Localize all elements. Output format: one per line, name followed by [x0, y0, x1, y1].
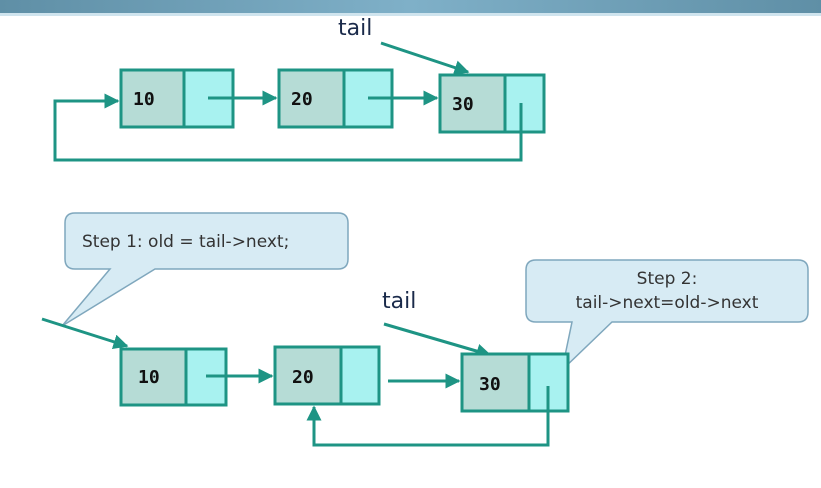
node-value-text: 20	[291, 89, 313, 110]
node-next-cell	[503, 73, 546, 134]
top-node-30: 30	[438, 73, 546, 134]
node-value-text: 30	[479, 374, 501, 395]
callout-step2-bubble	[525, 259, 809, 373]
bottom-arrow-30-to-20	[306, 386, 550, 447]
top-tail-arrow	[380, 41, 470, 75]
node-value-cell	[273, 345, 343, 406]
bottom-tail-label: tail	[382, 289, 416, 314]
old-pointer-arrow	[41, 317, 129, 350]
top-node-10: 10	[119, 68, 235, 129]
callout-step1-text: Step 1: old = tail->next;	[82, 232, 289, 252]
callout-step2-line2: tail->next=old->next	[576, 293, 759, 313]
callout-step2-line1: Step 2:	[637, 269, 698, 289]
node-value-cell	[119, 68, 186, 129]
node-value-cell	[460, 352, 531, 413]
bottom-tail-arrow	[383, 322, 492, 359]
bottom-node-30: 30	[460, 352, 570, 413]
node-next-cell	[339, 345, 381, 406]
node-value-text: 20	[292, 367, 314, 388]
header-strip	[0, 0, 821, 14]
node-value-text: 30	[452, 94, 474, 115]
callout-step1-bubble	[61, 212, 349, 327]
top-node-20: 20	[277, 68, 394, 129]
callout-step2: Step 2: tail->next=old->next	[525, 259, 809, 373]
node-value-cell	[119, 347, 188, 407]
top-diagram: tail 10 20 30	[53, 16, 546, 162]
top-arrow-30-to-10	[53, 93, 523, 162]
node-value-text: 10	[133, 89, 155, 110]
header-strip-highlight	[0, 13, 821, 16]
callout-step1: Step 1: old = tail->next;	[61, 212, 349, 327]
bottom-node-20: 20	[273, 345, 381, 406]
node-value-text: 10	[138, 367, 160, 388]
top-tail-label: tail	[338, 16, 372, 41]
bottom-diagram: Step 1: old = tail->next; Step 2: tail->…	[41, 212, 809, 447]
